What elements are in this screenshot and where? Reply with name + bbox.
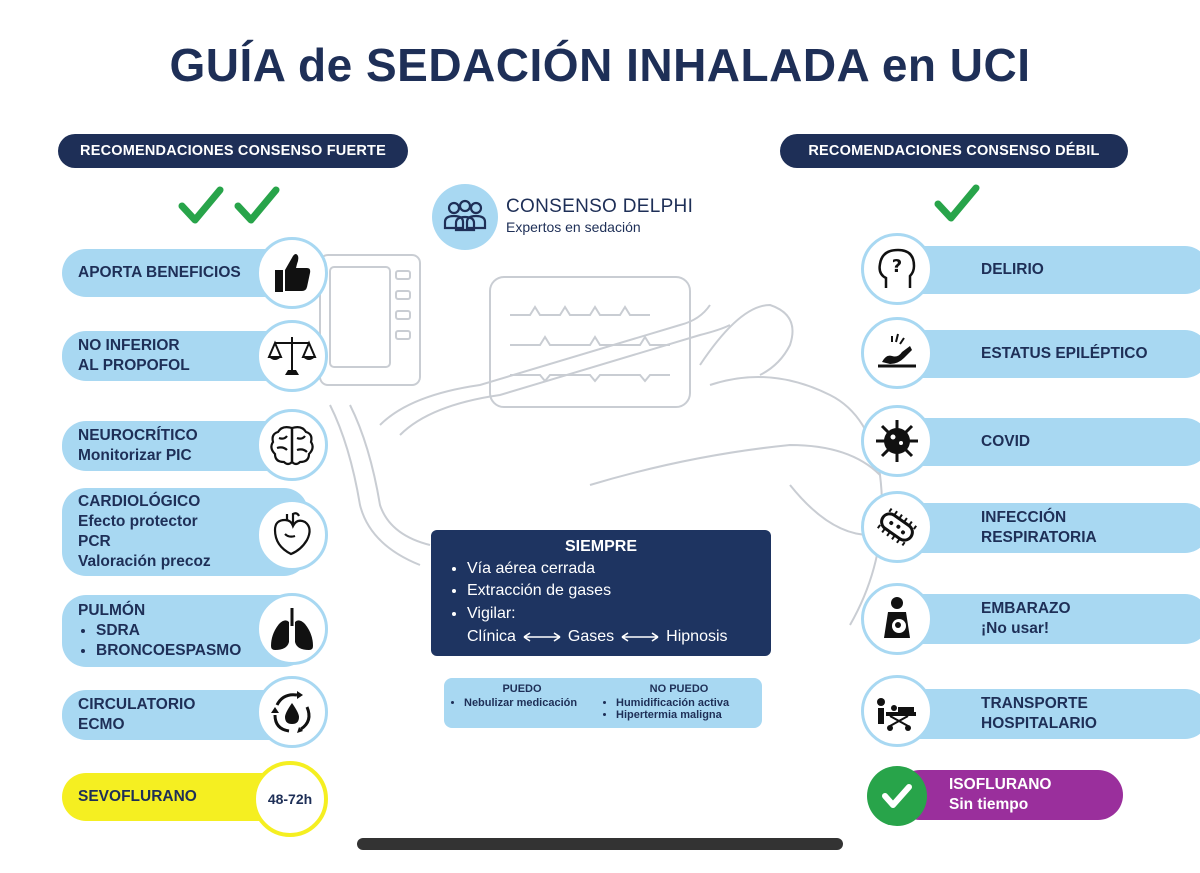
siempre-bullet: Vía aérea cerrada [467,558,757,580]
item-embarazo: EMBARAZO ¡No usar! [895,594,1200,644]
siempre-bullet: Vigilar: [467,603,757,625]
strong-consensus-header: RECOMENDACIONES CONSENSO FUERTE [58,134,408,168]
puedo-title: PUEDO [502,683,542,695]
heart-icon [256,499,328,571]
siempre-title: SIEMPRE [564,538,637,555]
virus-icon [861,405,933,477]
circulation-cycle-icon [256,676,328,748]
check-icon [934,184,980,222]
siempre-bullet: Extracción de gases [467,580,757,602]
no-puedo-title: NO PUEDO [649,683,709,695]
lungs-icon [256,593,328,665]
bacteria-icon [861,491,933,563]
sevoflurano-duration: 48-72h [252,761,328,837]
check-circle-icon [867,766,927,826]
isoflurano-pill: ISOFLURANO Sin tiempo [895,770,1123,820]
isoflurano-duration: Sin tiempo [949,796,1029,813]
item-delirio: DELIRIO [895,246,1200,294]
item-covid: COVID [895,418,1200,466]
pregnancy-icon [861,583,933,655]
item-infeccion-respiratoria: INFECCIÓN RESPIRATORIA [895,503,1200,553]
seizure-icon [861,317,933,389]
head-question-icon: ? [861,233,933,305]
svg-text:?: ? [892,256,902,277]
item-estatus-epileptico: ESTATUS EPILÉPTICO [895,330,1200,378]
thumbs-up-icon [256,237,328,309]
siempre-box: SIEMPRE Vía aérea cerrada Extracción de … [431,530,771,656]
scrollbar[interactable] [357,838,843,850]
double-arrow-icon [621,632,659,642]
monitoring-chain: Clínica Gases Hipnosis [467,628,728,646]
weak-consensus-header: RECOMENDACIONES CONSENSO DÉBIL [780,134,1128,168]
isoflurano-label: ISOFLURANO [949,775,1052,793]
delphi-title: CONSENSO DELPHI [506,196,694,217]
puedo-box: PUEDO Nebulizar medicación NO PUEDO Humi… [444,678,762,728]
brain-icon [256,409,328,481]
check-icon [178,186,224,224]
stretcher-icon [861,675,933,747]
page-title: GUÍA de SEDACIÓN INHALADA en UCI [169,39,1031,91]
double-arrow-icon [523,632,561,642]
balance-scale-icon [256,320,328,392]
group-people-icon [432,184,498,250]
item-transporte-hospitalario: TRANSPORTE HOSPITALARIO [895,689,1200,739]
check-icon [234,186,280,224]
delphi-subtitle: Expertos en sedación [506,219,641,235]
